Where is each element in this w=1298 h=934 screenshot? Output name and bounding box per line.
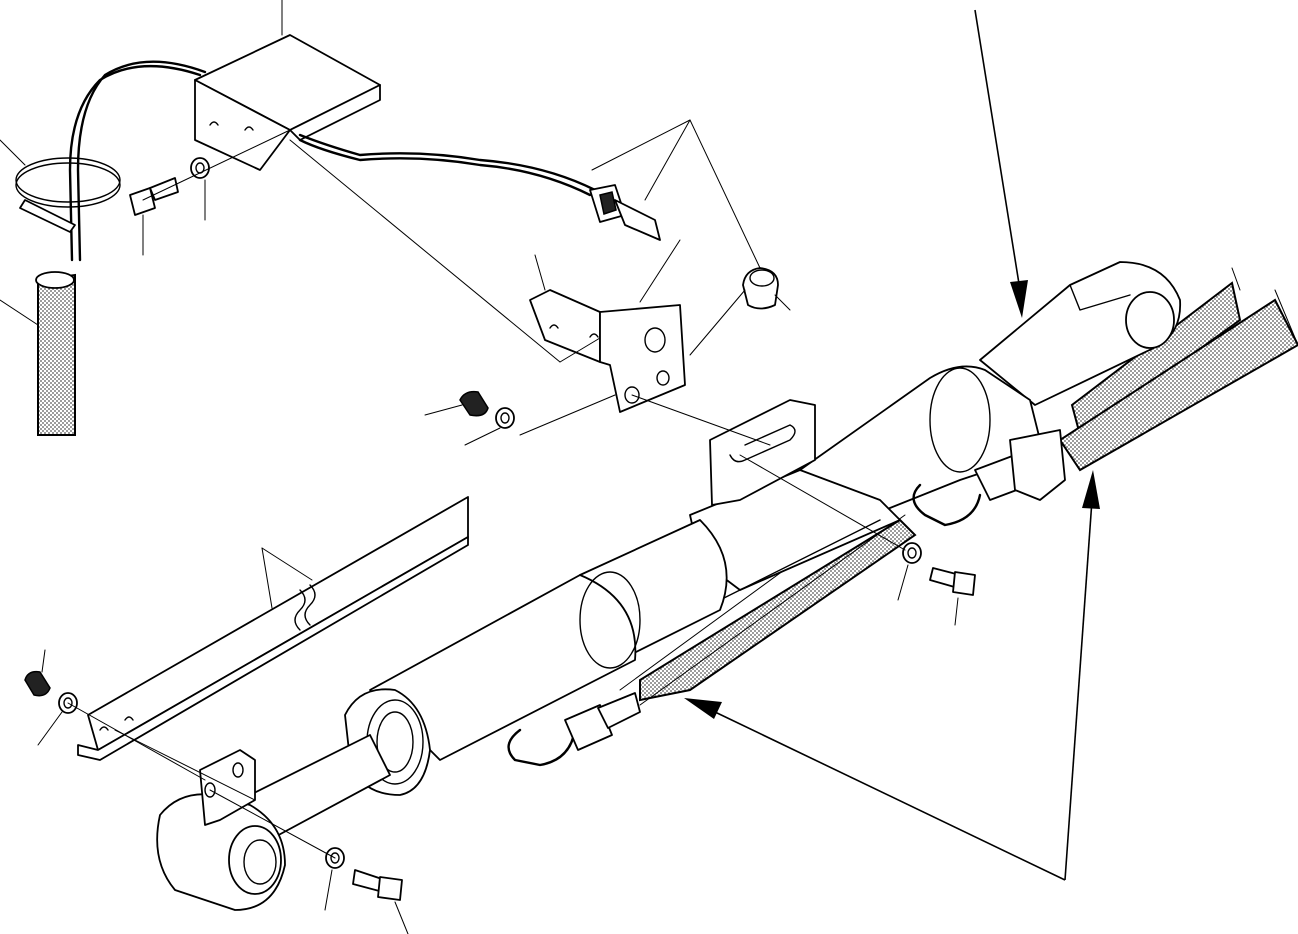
arrow-top: [974, 9, 1028, 318]
arrow-bottom: [684, 470, 1100, 881]
hydraulic-cylinder: [156, 261, 1182, 911]
hose-sleeve: [0, 271, 76, 436]
strip-nut: [24, 649, 51, 697]
cable-connector: [589, 184, 661, 241]
strip-washer: [37, 692, 78, 746]
lug-bolt: [929, 567, 976, 626]
cable-clamp: [0, 139, 121, 233]
box-washer: [190, 157, 210, 221]
cylinder-lug-plate: [709, 399, 816, 506]
rod-bolt: [352, 869, 409, 934]
sensor-box: [194, 0, 381, 171]
lug-washer: [897, 542, 922, 601]
hydraulic-hoses: [619, 267, 1298, 706]
assembly-lines: [67, 119, 906, 859]
bracket-nut: [424, 390, 489, 417]
long-strip-bracket: [77, 496, 469, 761]
box-bolt: [129, 177, 179, 256]
sensor-cable: [68, 60, 597, 262]
bracket-washer: [464, 407, 515, 446]
connector-nut: [742, 267, 791, 311]
mounting-bracket: [529, 254, 686, 413]
